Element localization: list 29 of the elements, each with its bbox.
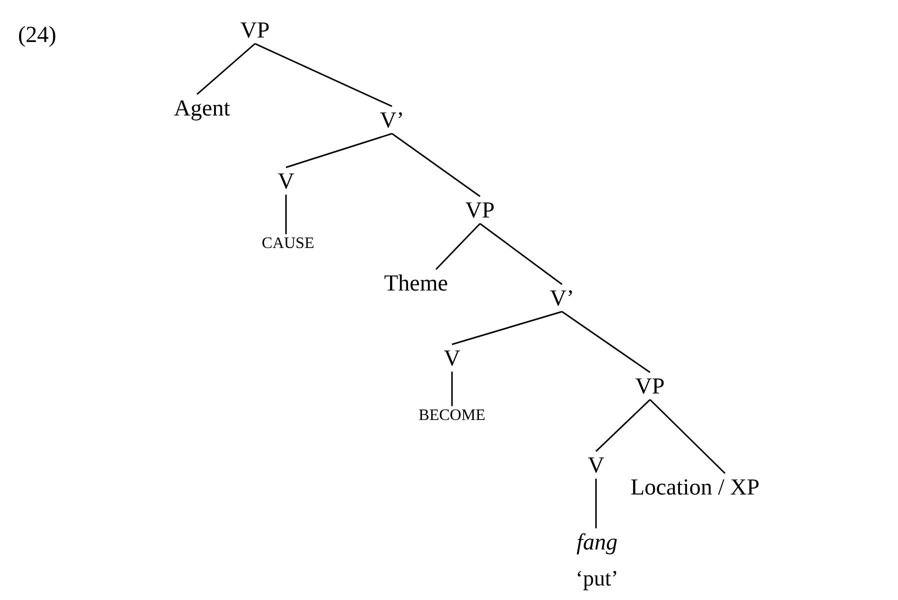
predicate-label: BECOME [418,407,486,425]
argument-label: Agent [174,95,230,121]
argument-label: Theme [384,270,448,296]
argument-label: Location / XP [630,474,760,500]
category-label: V’ [550,285,574,311]
tree-branch [649,399,726,474]
category-label: V’ [380,107,404,133]
tree-branch [286,132,392,168]
tree-branch [254,42,392,108]
gloss-label: ‘put’ [576,566,618,591]
tree-branch [196,43,256,95]
tree-branch [595,399,651,452]
tree-branch [285,194,287,234]
category-label: V [444,345,460,371]
tree-branch [480,223,562,285]
category-label: V [278,168,294,194]
tree-branch [435,223,481,270]
category-label: VP [635,373,665,399]
example-number: (24) [18,22,56,48]
predicate-label: CAUSE [262,235,314,253]
category-label: V [588,452,604,478]
category-label: VP [240,17,270,43]
category-label: VP [465,197,495,223]
tree-branch [451,372,453,406]
tree-branch [392,133,480,197]
word-label: fang [576,529,618,555]
tree-branch [452,310,562,346]
tree-branch [595,478,597,528]
tree-branch [562,311,650,373]
